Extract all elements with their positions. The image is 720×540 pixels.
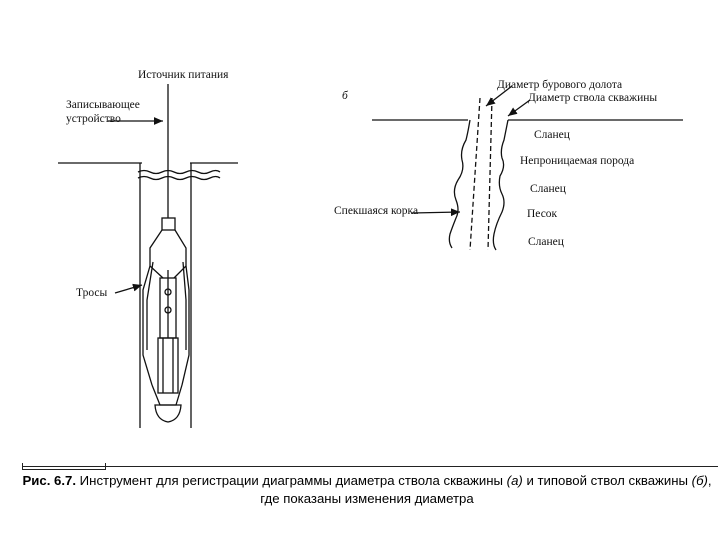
label-mudcake: Спекшаяся корка [334, 205, 419, 217]
label-recorder: Записывающее устройство [66, 99, 140, 125]
caption-rule [22, 466, 718, 467]
label-bit-diameter: Диаметр бурового долота [497, 79, 623, 91]
label-power-source: Источник питания [138, 69, 229, 81]
label-hole-diameter: Диаметр ствола скважины [528, 92, 658, 104]
label-sand: Песок [527, 208, 558, 220]
caption-end: , где показаны изменения диаметра [260, 473, 712, 506]
borehole-profile-figure [372, 85, 683, 251]
label-part-b: б [342, 90, 348, 102]
label-shale-3: Сланец [528, 236, 564, 248]
caption-text: Инструмент для регистрации диаграммы диа… [76, 473, 507, 488]
caption-b: (б) [691, 473, 708, 488]
label-cables: Тросы [76, 287, 108, 299]
caption-prefix: Рис. 6.7. [22, 473, 77, 488]
figure-caption: Рис. 6.7. Инструмент для регистрации диа… [22, 472, 712, 508]
caption-mid: и типовой ствол скважины [522, 473, 692, 488]
label-impermeable-rock: Непроницаемая порода [520, 155, 635, 167]
label-shale-1: Сланец [534, 129, 570, 141]
caliper-tool-figure [58, 84, 238, 428]
label-shale-2: Сланец [530, 183, 566, 195]
caption-a: (а) [506, 473, 523, 488]
